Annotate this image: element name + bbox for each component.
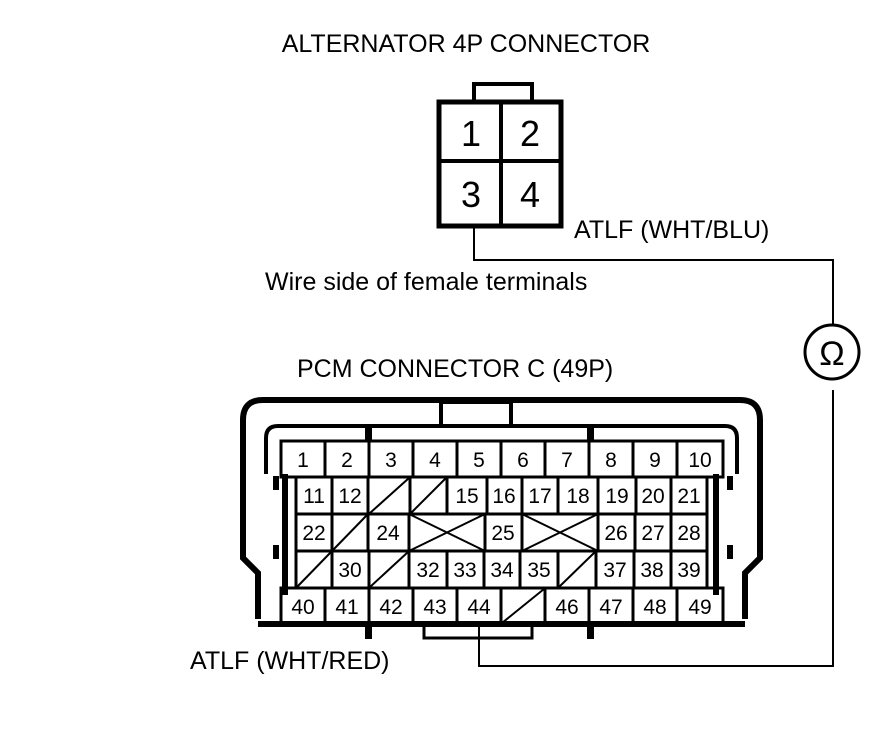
pcm-pin: 6 — [517, 449, 529, 472]
alternator-connector — [436, 82, 564, 229]
pcm-pin: 34 — [490, 559, 514, 582]
pcm-pin: 25 — [491, 522, 514, 545]
pcm-top-tab — [587, 428, 594, 440]
pcm-bottom-tab — [365, 627, 372, 639]
empty-cavity-45 — [501, 588, 545, 624]
pcm-pin: 7 — [561, 449, 573, 472]
pcm-pin: 32 — [416, 559, 439, 582]
pcm-pin: 41 — [335, 596, 358, 619]
atlf-wht-blu-label: ATLF (WHT/BLU) — [574, 216, 769, 244]
pcm-pin: 18 — [566, 485, 589, 508]
pcm-pin: 8 — [605, 449, 617, 472]
pcm-housing-details — [273, 428, 733, 639]
pcm-pin: 9 — [649, 449, 661, 472]
pcm-pin: 48 — [643, 596, 666, 619]
alternator-latch — [472, 82, 534, 103]
pcm-pin: 42 — [379, 596, 402, 619]
pcm-pin: 16 — [492, 485, 515, 508]
pcm-pin: 11 — [303, 485, 325, 508]
pcm-pin: 43 — [423, 596, 446, 619]
test-wiring — [473, 226, 834, 667]
pcm-pin: 3 — [385, 449, 397, 472]
empty-cavity-23 — [332, 514, 368, 551]
empty-cavity-14 — [410, 477, 447, 514]
pcm-pin-grid — [279, 439, 725, 626]
pcm-pin: 20 — [641, 485, 664, 508]
pcm-pin: 39 — [677, 559, 700, 582]
pcm-pin: 21 — [677, 485, 700, 508]
empty-cavity-x-right — [521, 513, 599, 552]
empty-cavity-36 — [558, 551, 596, 588]
alternator-pin: 1 — [461, 113, 481, 154]
pcm-pin: 2 — [341, 449, 353, 472]
pcm-right-notch — [727, 476, 733, 490]
wire-to-pcm-pin-44 — [478, 390, 834, 667]
wire-to-alternator-pin-3 — [473, 226, 834, 325]
pcm-pin: 30 — [338, 559, 361, 582]
pcm-left-notch — [273, 545, 279, 559]
pcm-pin: 22 — [302, 522, 325, 545]
alternator-connector-title: ALTERNATOR 4P CONNECTOR — [282, 30, 651, 58]
alternator-pin: 3 — [461, 174, 481, 215]
pcm-top-latch — [439, 400, 513, 428]
pcm-pin: 47 — [599, 596, 622, 619]
ohmmeter-icon — [803, 323, 861, 381]
pcm-top-tab — [365, 428, 372, 440]
pcm-pin: 24 — [376, 522, 400, 545]
pcm-pin: 27 — [641, 522, 664, 545]
pcm-right-notch — [727, 545, 733, 559]
pcm-pin: 12 — [338, 485, 361, 508]
pcm-pin: 17 — [528, 485, 551, 508]
pcm-pin: 46 — [555, 596, 578, 619]
pcm-pin: 40 — [291, 596, 314, 619]
pcm-bottom-tab — [587, 627, 594, 639]
empty-cavity-31 — [369, 551, 409, 588]
pcm-pin: 15 — [455, 485, 478, 508]
ohm-symbol: Ω — [819, 335, 844, 373]
pcm-pin: 28 — [677, 522, 700, 545]
pcm-pin: 37 — [603, 559, 626, 582]
empty-cavity-29 — [296, 551, 332, 588]
pcm-pin: 4 — [429, 449, 441, 472]
alternator-housing — [436, 99, 564, 229]
pcm-pin: 19 — [605, 485, 628, 508]
pcm-pin: 26 — [604, 522, 627, 545]
atlf-wht-red-label: ATLF (WHT/RED) — [190, 647, 390, 675]
empty-cavity-x-left — [408, 513, 486, 552]
pcm-pin: 10 — [688, 449, 711, 472]
pcm-left-notch — [273, 476, 279, 490]
pcm-pin: 33 — [453, 559, 476, 582]
pcm-pin: 35 — [527, 559, 550, 582]
alternator-pin: 4 — [520, 174, 540, 215]
pcm-inner-wall — [264, 424, 739, 474]
wire-side-label: Wire side of female terminals — [265, 268, 587, 296]
pcm-pin: 38 — [640, 559, 663, 582]
alternator-pin: 2 — [520, 113, 540, 154]
pcm-outer-shell — [240, 397, 763, 619]
pcm-pin: 44 — [467, 596, 491, 619]
pcm-connector-title: PCM CONNECTOR C (49P) — [297, 355, 613, 383]
empty-cavity-marks — [296, 477, 599, 624]
empty-cavity-13 — [369, 477, 410, 514]
pcm-pin: 5 — [473, 449, 485, 472]
pcm-pin: 1 — [297, 449, 309, 472]
pcm-pin: 49 — [688, 596, 711, 619]
